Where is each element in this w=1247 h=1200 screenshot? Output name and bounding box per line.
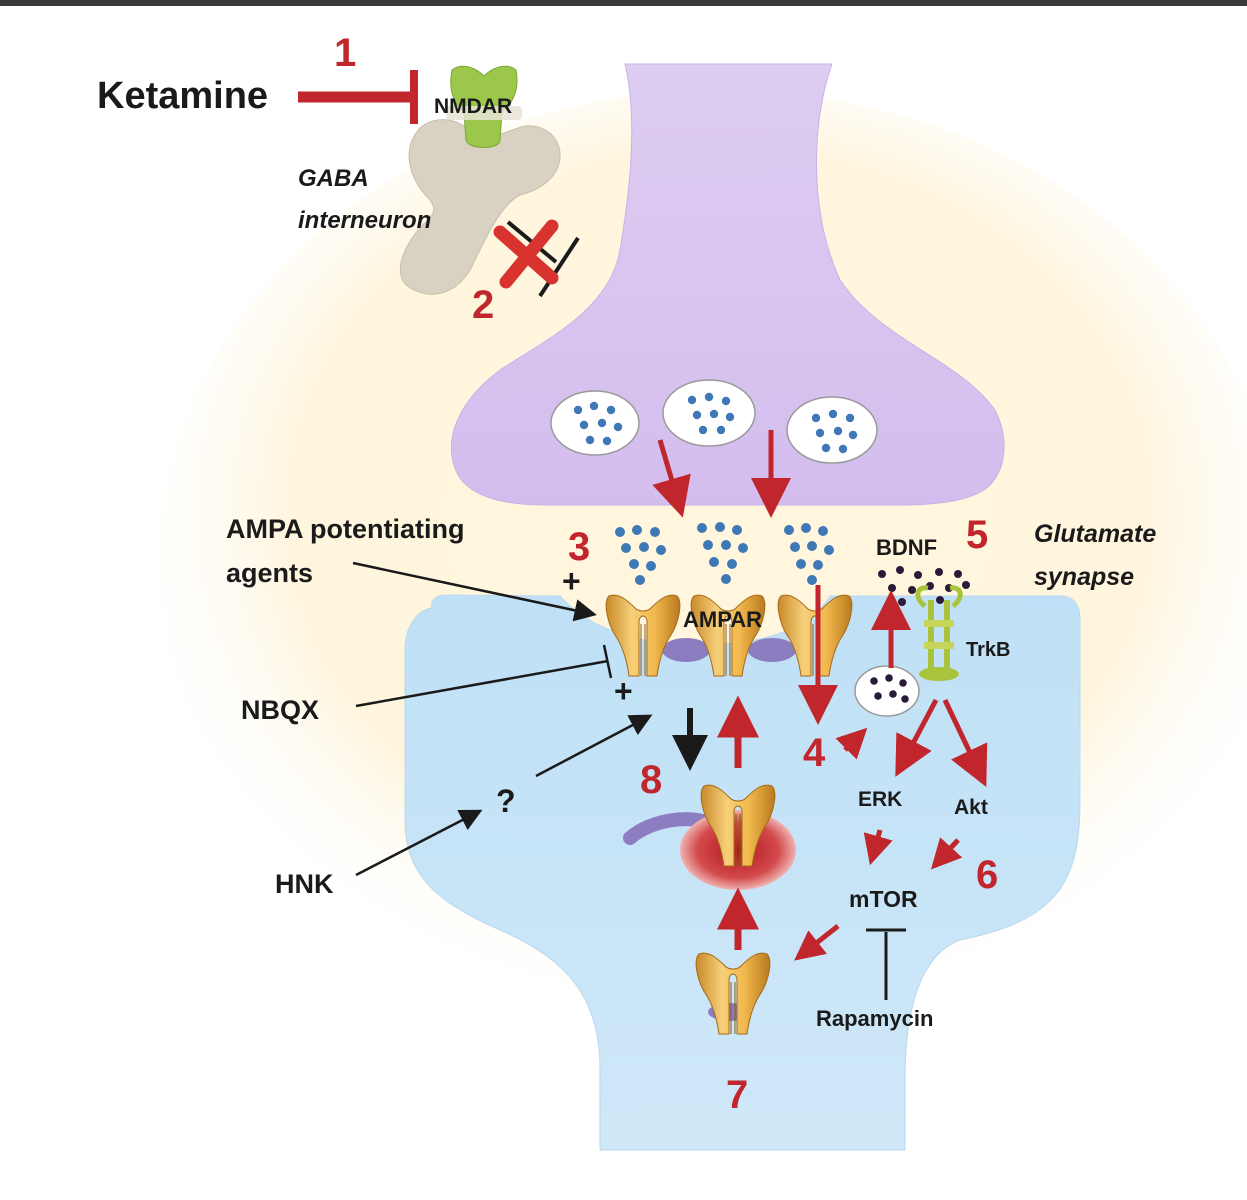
glutamate-synapse-label-line2: synapse	[1034, 563, 1134, 591]
plus-sign-ampa-agents: +	[562, 563, 581, 599]
mtor-to-synthesis-arrow	[794, 924, 840, 961]
trkb-label: TrkB	[966, 639, 1010, 661]
unknown-to-ampar-arrow	[535, 714, 653, 778]
erk-to-mtor-arrow	[863, 829, 893, 866]
step-2-number: 2	[472, 283, 494, 327]
step-7-number: 7	[726, 1073, 748, 1117]
new-ampar	[695, 952, 771, 1035]
akt-label: Akt	[954, 796, 988, 819]
ampa-agents-label-line2: agents	[226, 558, 313, 588]
erk-label: ERK	[858, 788, 902, 811]
step-6-number: 6	[976, 853, 998, 897]
ampa-agents-label-line1: AMPA potentiating	[226, 514, 464, 544]
endosome	[623, 784, 796, 890]
rapamycin-inhibition	[866, 928, 906, 1000]
nbqx-label: NBQX	[241, 695, 319, 725]
release-arrow-left	[652, 439, 691, 518]
bdnf-vesicle	[854, 665, 920, 717]
ampa-receptors	[605, 594, 853, 677]
hnk-label: HNK	[275, 869, 334, 899]
akt-to-mtor-arrow	[930, 837, 963, 870]
step-1-number: 1	[334, 31, 356, 75]
hnk-arrow	[355, 809, 483, 877]
trkb-to-akt-arrow	[942, 698, 988, 788]
gaba-label-line2: interneuron	[298, 207, 431, 234]
trkb-to-erk-arrow	[895, 698, 939, 777]
nbqx-inhibition	[355, 644, 613, 708]
nmdar-label: NMDAR	[434, 95, 512, 118]
disinhibition-cross	[493, 219, 580, 298]
step-5-number: 5	[966, 513, 988, 557]
step-4-number: 4	[803, 731, 826, 775]
bdnf-label: BDNF	[876, 535, 937, 560]
ketamine-label: Ketamine	[97, 75, 268, 117]
plus-sign-unknown: +	[614, 673, 633, 709]
step4-arrow	[835, 727, 868, 760]
glutamate-molecules	[615, 522, 834, 585]
step-8-number: 8	[640, 758, 662, 802]
mtor-label: mTOR	[849, 886, 918, 912]
step-3-number: 3	[568, 525, 590, 569]
synaptic-vesicles	[550, 379, 878, 464]
glutamate-synapse-label-line1: Glutamate	[1034, 520, 1156, 548]
unknown-mechanism-label: ?	[496, 783, 516, 819]
ampar-label: AMPAR	[683, 607, 762, 632]
top-border	[0, 0, 1247, 6]
trkb-receptor	[915, 585, 963, 681]
ampa-agents-arrow	[352, 561, 597, 622]
gaba-label-line1: GABA	[298, 165, 369, 192]
rapamycin-label: Rapamycin	[816, 1006, 933, 1031]
gaba-interneuron	[400, 65, 561, 295]
